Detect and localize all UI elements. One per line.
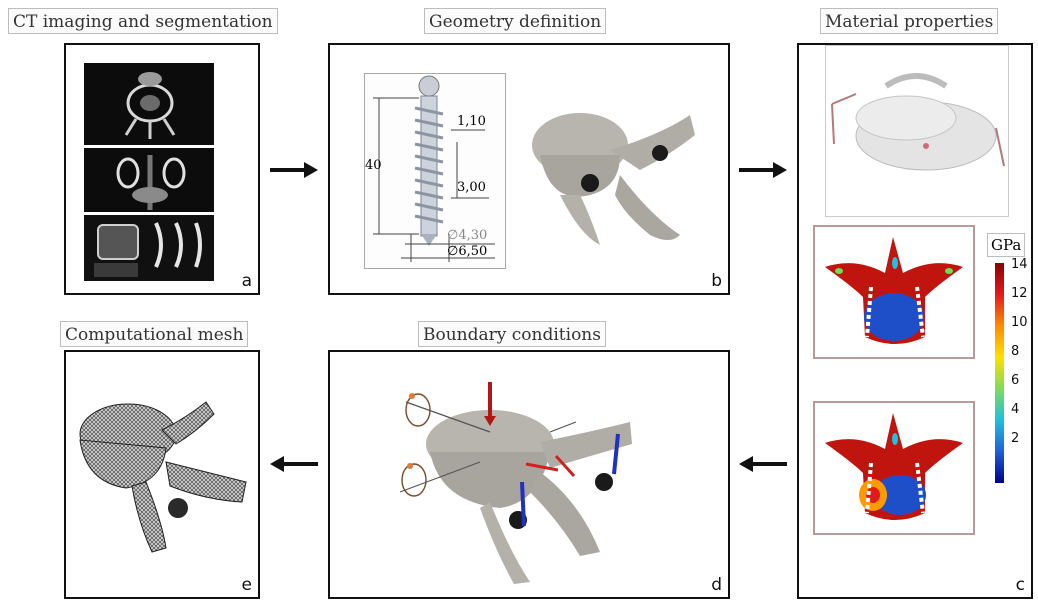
panel-d-title: Boundary conditions (418, 321, 606, 347)
dim-length: 40 (365, 158, 382, 173)
panel-a-title: CT imaging and segmentation (8, 8, 278, 34)
colorbar-tick: 2 (1011, 431, 1020, 446)
arrow-right-icon (739, 162, 787, 178)
screw-drawing: 40 1,10 3,00 ∅4,30 ∅6,50 (364, 73, 506, 269)
dim-pitch: 1,10 (457, 114, 486, 129)
panel-ct-imaging: a (64, 43, 260, 295)
panel-e-title: Computational mesh (60, 321, 249, 347)
dim-core-value: 4,30 (458, 228, 488, 243)
arrow-right-icon (270, 162, 318, 178)
panel-b-title: Geometry definition (424, 8, 607, 34)
panel-e-label: e (241, 575, 252, 595)
colorbar-tick: 6 (1011, 373, 1020, 388)
colorbar-unit: GPa (987, 233, 1026, 257)
dim-core: ∅4,30 (447, 228, 487, 243)
colorbar-tick: 4 (1011, 402, 1020, 417)
colorbar-tick: 12 (1011, 286, 1028, 301)
diameter-symbol: ∅ (447, 228, 459, 243)
colorbar-tick: 8 (1011, 344, 1020, 359)
ct-slices-image (84, 63, 214, 281)
panel-a-label: a (241, 271, 252, 291)
panel-boundary: d (328, 350, 730, 599)
panel-material: GPa 14 12 10 8 6 4 2 c (797, 43, 1033, 599)
diameter-symbol-2: ∅ (447, 244, 459, 259)
panel-b-label: b (711, 271, 722, 291)
colorbar (995, 263, 1004, 483)
colorbar-tick: 14 (1011, 257, 1028, 272)
mesh-vertebra (79, 401, 247, 553)
transparent-vertebra (825, 45, 1009, 217)
stiffness-map-top (813, 225, 975, 359)
arrow-left-icon (739, 456, 787, 472)
dim-outer: ∅6,50 (447, 244, 487, 259)
panel-c-title: Material properties (820, 8, 999, 34)
vertebra-model-b (532, 113, 695, 245)
arrow-left-icon (270, 456, 318, 472)
panel-c-label: c (1015, 575, 1025, 595)
dim-thread: 3,00 (457, 180, 486, 195)
colorbar-tick: 10 (1011, 315, 1028, 330)
panel-d-label: d (711, 575, 722, 595)
stiffness-map-bottom (813, 401, 975, 535)
boundary-conditions-model (399, 382, 632, 584)
panel-mesh: e (64, 350, 260, 599)
panel-geometry: 40 1,10 3,00 ∅4,30 ∅6,50 b (328, 43, 730, 295)
dim-outer-value: 6,50 (458, 244, 488, 259)
